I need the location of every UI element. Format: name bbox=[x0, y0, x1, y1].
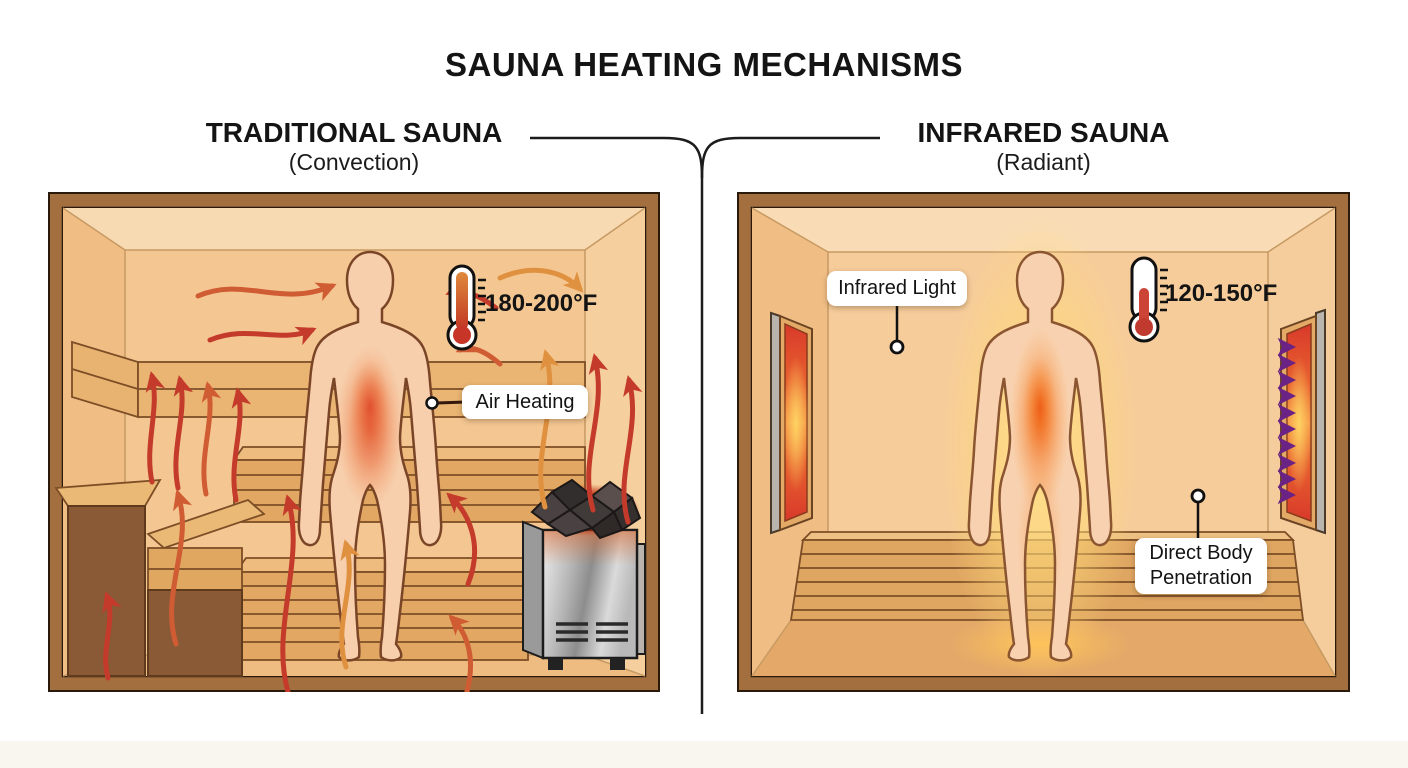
heater-rocks bbox=[530, 478, 642, 540]
traditional-sauna-panel: 180-200°F Air Heating bbox=[48, 192, 660, 692]
traditional-subheading: (Convection) bbox=[288, 149, 420, 175]
heater-vents bbox=[556, 622, 628, 642]
infrared-panel-left bbox=[770, 311, 813, 535]
infrared-sauna-panel: 120-150°F Infrared Light Direct Body Pen… bbox=[737, 192, 1350, 692]
infrared-heading: INFRARED SAUNA bbox=[917, 117, 1170, 148]
rock-heater bbox=[522, 478, 646, 670]
temperature-reading: 120-150°F bbox=[1165, 280, 1278, 307]
air-heating-label: Air Heating bbox=[462, 385, 588, 419]
traditional-heading: TRADITIONAL SAUNA bbox=[205, 117, 503, 148]
infrared-subheading: (Radiant) bbox=[996, 149, 1091, 175]
temperature-reading: 180-200°F bbox=[485, 290, 598, 317]
infrared-heading-block: INFRARED SAUNA (Radiant) bbox=[737, 118, 1350, 176]
stepped-benches bbox=[54, 478, 266, 677]
traditional-heading-block: TRADITIONAL SAUNA (Convection) bbox=[48, 118, 660, 176]
page-title: SAUNA HEATING MECHANISMS bbox=[444, 46, 963, 83]
air-heating-leader bbox=[425, 396, 467, 410]
direct-body-penetration-label: Direct Body Penetration bbox=[1135, 538, 1267, 594]
thermometer-icon bbox=[1128, 256, 1168, 343]
person-figure bbox=[297, 250, 443, 662]
infrared-light-leader bbox=[889, 306, 905, 355]
infrared-light-label: Infrared Light bbox=[827, 271, 967, 306]
infrared-rays bbox=[800, 337, 1297, 505]
thermometer-icon bbox=[446, 264, 486, 351]
traditional-sauna-scene bbox=[48, 192, 660, 692]
bottom-strip bbox=[0, 741, 1408, 768]
direct-body-leader bbox=[1190, 488, 1206, 538]
